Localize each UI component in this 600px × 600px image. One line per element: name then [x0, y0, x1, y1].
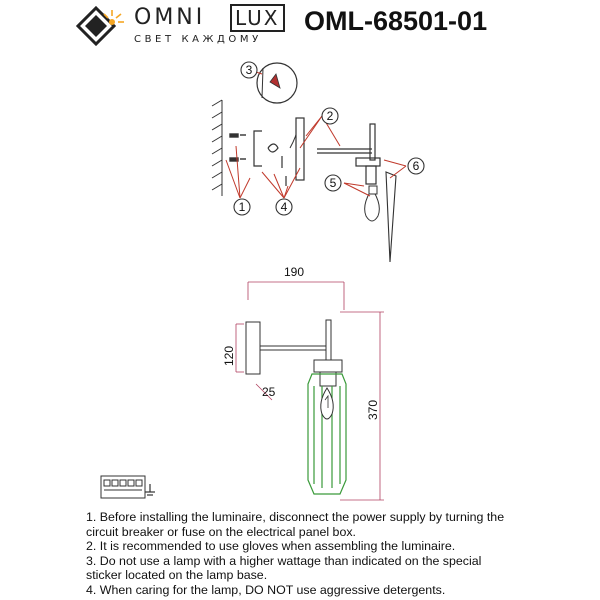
dimension-lines — [235, 281, 384, 501]
assembly-diagram: 3 1 4 2 5 6 190 120 25 370 — [100, 61, 425, 501]
omnilux-logo-icon — [76, 6, 124, 46]
ground-symbol-icon — [145, 484, 155, 496]
instruction-2: 2. It is recommended to use gloves when … — [86, 539, 456, 553]
lamp-arm — [317, 123, 381, 185]
instruction-3: 3. Do not use a lamp with a higher watta… — [86, 553, 482, 583]
dimension-height: 370 — [366, 400, 380, 420]
callout-bubble-3 — [240, 61, 258, 79]
dimension-bracket-height: 120 — [222, 346, 236, 366]
dimension-depth: 25 — [262, 385, 276, 399]
callout-label-1: 1 — [239, 200, 246, 214]
bulb-side-icon — [320, 387, 334, 420]
glass-shade — [385, 171, 397, 263]
bulb-icon — [364, 191, 380, 222]
wall-anchors — [229, 133, 246, 162]
callout-bubbles — [233, 61, 425, 216]
callout-bubble-5 — [324, 174, 342, 192]
mounting-plate — [253, 130, 287, 186]
lamp-side-view — [245, 319, 343, 387]
callout-label-6: 6 — [413, 159, 420, 173]
wall-hatch — [211, 99, 223, 196]
safety-instructions: 1. Before installing the luminaire, disc… — [86, 510, 514, 597]
callout-label-5: 5 — [330, 176, 337, 190]
brand-name-omni: OMNI — [134, 5, 206, 30]
callout-bubble-6 — [407, 157, 425, 175]
callout-label-2: 2 — [327, 109, 334, 123]
brand-name-lux: LUX — [230, 4, 285, 32]
instruction-1: 1. Before installing the luminaire, disc… — [86, 510, 505, 539]
dimension-width: 190 — [284, 265, 304, 279]
canopy — [295, 117, 305, 181]
header: OMNI LUX СВЕТ КАЖДОМУ OML-68501-01 — [0, 0, 600, 56]
callout-bubble-2 — [321, 107, 339, 125]
callout-bubble-1 — [233, 198, 251, 216]
instruction-4: 4. When caring for the lamp, DO NOT use … — [86, 582, 446, 597]
callout-label-3: 3 — [246, 63, 253, 77]
brand-tagline: СВЕТ КАЖДОМУ — [134, 34, 262, 45]
model-number: OML-68501-01 — [304, 6, 488, 36]
callout-lines — [225, 71, 407, 199]
callout-bubble-4 — [275, 198, 293, 216]
callout-label-4: 4 — [281, 200, 288, 214]
terminal-block-icon — [100, 475, 146, 499]
